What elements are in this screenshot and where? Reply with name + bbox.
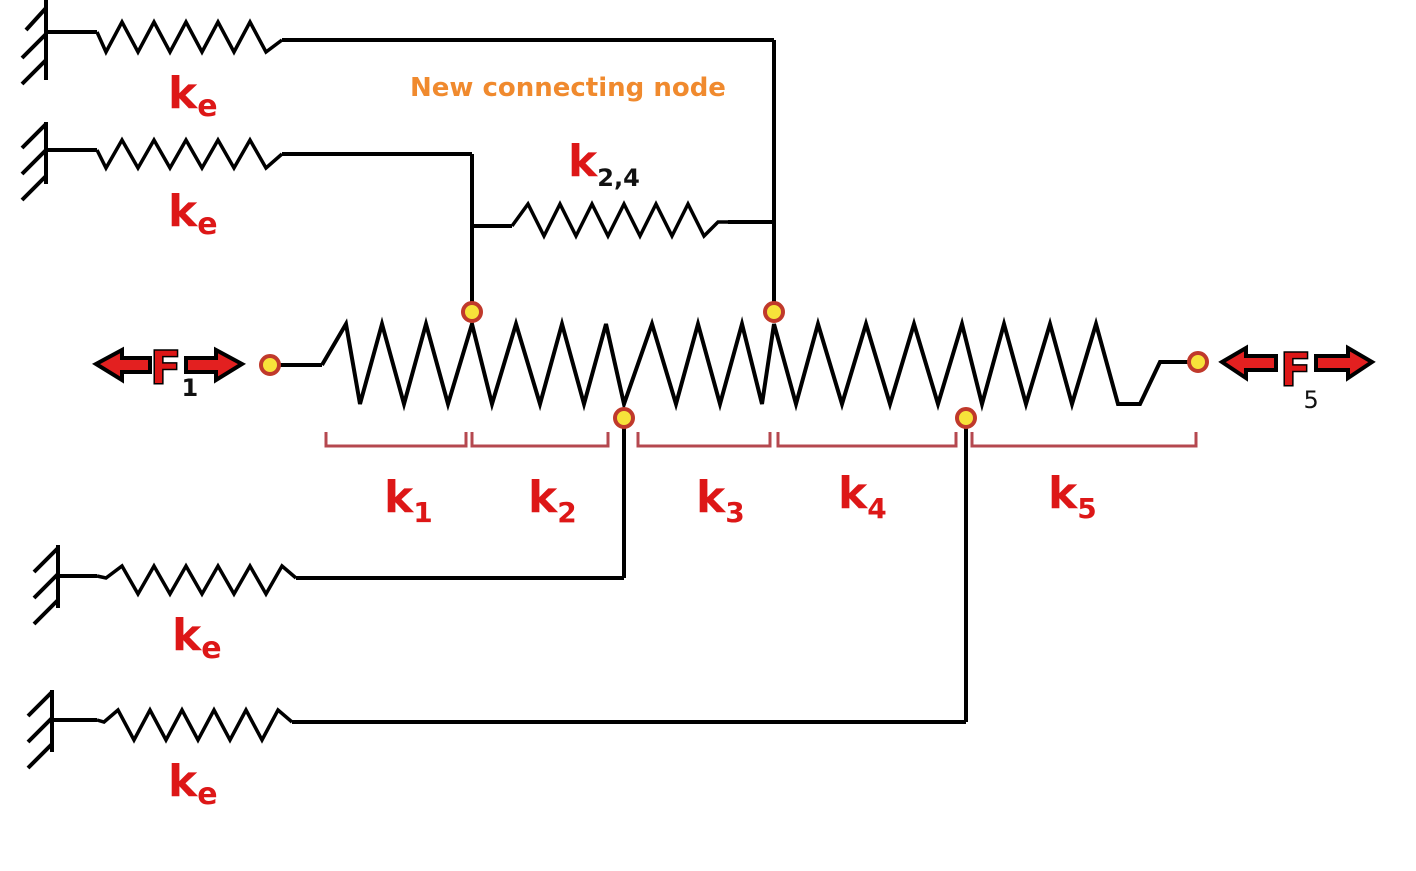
ke-label-3: ke (172, 610, 222, 666)
bracket-k3 (636, 432, 772, 448)
ke-label-2: ke (168, 186, 218, 242)
node-4 (763, 301, 785, 323)
arrow-right-inward (1218, 344, 1278, 382)
k4-label: k4 (838, 468, 887, 525)
k24-spring (510, 200, 728, 240)
main-spring (320, 316, 1198, 412)
k1-label: k1 (384, 472, 433, 529)
ke-spring-2 (95, 136, 284, 172)
force-arrows-right (1218, 344, 1376, 382)
new-connecting-node-label: New connecting node (410, 73, 726, 103)
k5-label: k5 (1048, 468, 1097, 525)
ground-spring-3 (32, 418, 626, 626)
segment-brackets (324, 432, 1198, 448)
ground-support-3 (32, 545, 60, 626)
arrow-left-outward (91, 346, 152, 384)
force-left-label: F1 (150, 341, 198, 402)
k24-branch (470, 40, 776, 312)
node-2 (461, 301, 483, 323)
ke-label-1: ke (168, 68, 218, 124)
node-5 (955, 407, 977, 429)
k3-label: k3 (696, 472, 745, 529)
arrow-right-outward (1314, 344, 1376, 382)
node-6 (1187, 351, 1209, 373)
ground-spring-2 (20, 122, 472, 202)
ground-support-1 (20, 0, 48, 86)
bracket-k5 (970, 432, 1198, 448)
bracket-k2 (470, 432, 610, 448)
k2-label: k2 (528, 472, 577, 529)
ground-spring-1 (20, 0, 774, 86)
ke-spring-4 (96, 706, 294, 744)
node-3 (613, 407, 635, 429)
ke-label-4: ke (168, 756, 218, 812)
k24-label: k2,4 (568, 136, 640, 192)
ke-spring-1 (95, 18, 284, 56)
main-spring-chain (270, 316, 1198, 412)
bracket-k4 (776, 432, 958, 448)
ground-support-4 (26, 690, 54, 770)
node-1 (259, 354, 281, 376)
ground-support-2 (20, 122, 48, 202)
bracket-k1 (324, 432, 468, 448)
arrow-left-inward (184, 346, 247, 384)
ke-spring-3 (96, 562, 298, 598)
ground-spring-4 (26, 418, 968, 770)
force-arrows-left (91, 346, 247, 384)
